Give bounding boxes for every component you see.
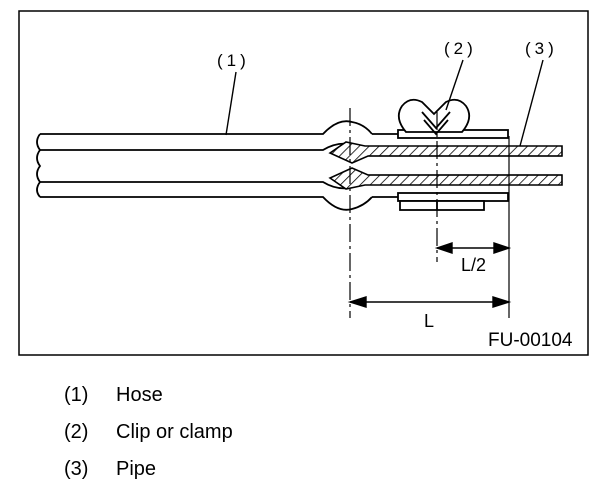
clamp bbox=[397, 98, 509, 211]
hose-clamp-diagram: (1) (2) (3) L/2 L FU-00104 bbox=[18, 10, 589, 356]
dimension-label-half: L/2 bbox=[461, 255, 486, 275]
extension-lines bbox=[349, 108, 510, 318]
legend-number: (1) bbox=[64, 384, 89, 406]
legend: (1) Hose (2) Clip or clamp (3) Pipe bbox=[64, 384, 233, 495]
legend-number: (3) bbox=[64, 458, 89, 480]
dimension-arrows bbox=[347, 242, 512, 308]
legend-label: Clip or clamp bbox=[116, 421, 233, 443]
legend-item-pipe: (3) Pipe bbox=[64, 458, 233, 495]
hose bbox=[36, 120, 398, 211]
legend-label: Hose bbox=[116, 384, 163, 406]
legend-item-clamp: (2) Clip or clamp bbox=[64, 421, 233, 458]
callout-pipe: (3) bbox=[525, 39, 558, 58]
legend-number: (2) bbox=[64, 421, 89, 443]
legend-label: Pipe bbox=[116, 458, 157, 480]
dimension-label-full: L bbox=[424, 311, 434, 331]
figure-id: FU-00104 bbox=[488, 330, 573, 351]
figure-frame bbox=[18, 10, 589, 356]
callout-hose: (1) bbox=[217, 51, 250, 70]
callout-clamp: (2) bbox=[444, 39, 477, 58]
leader-lines bbox=[225, 59, 544, 147]
legend-item-hose: (1) Hose bbox=[64, 384, 233, 421]
pipe bbox=[328, 141, 563, 190]
